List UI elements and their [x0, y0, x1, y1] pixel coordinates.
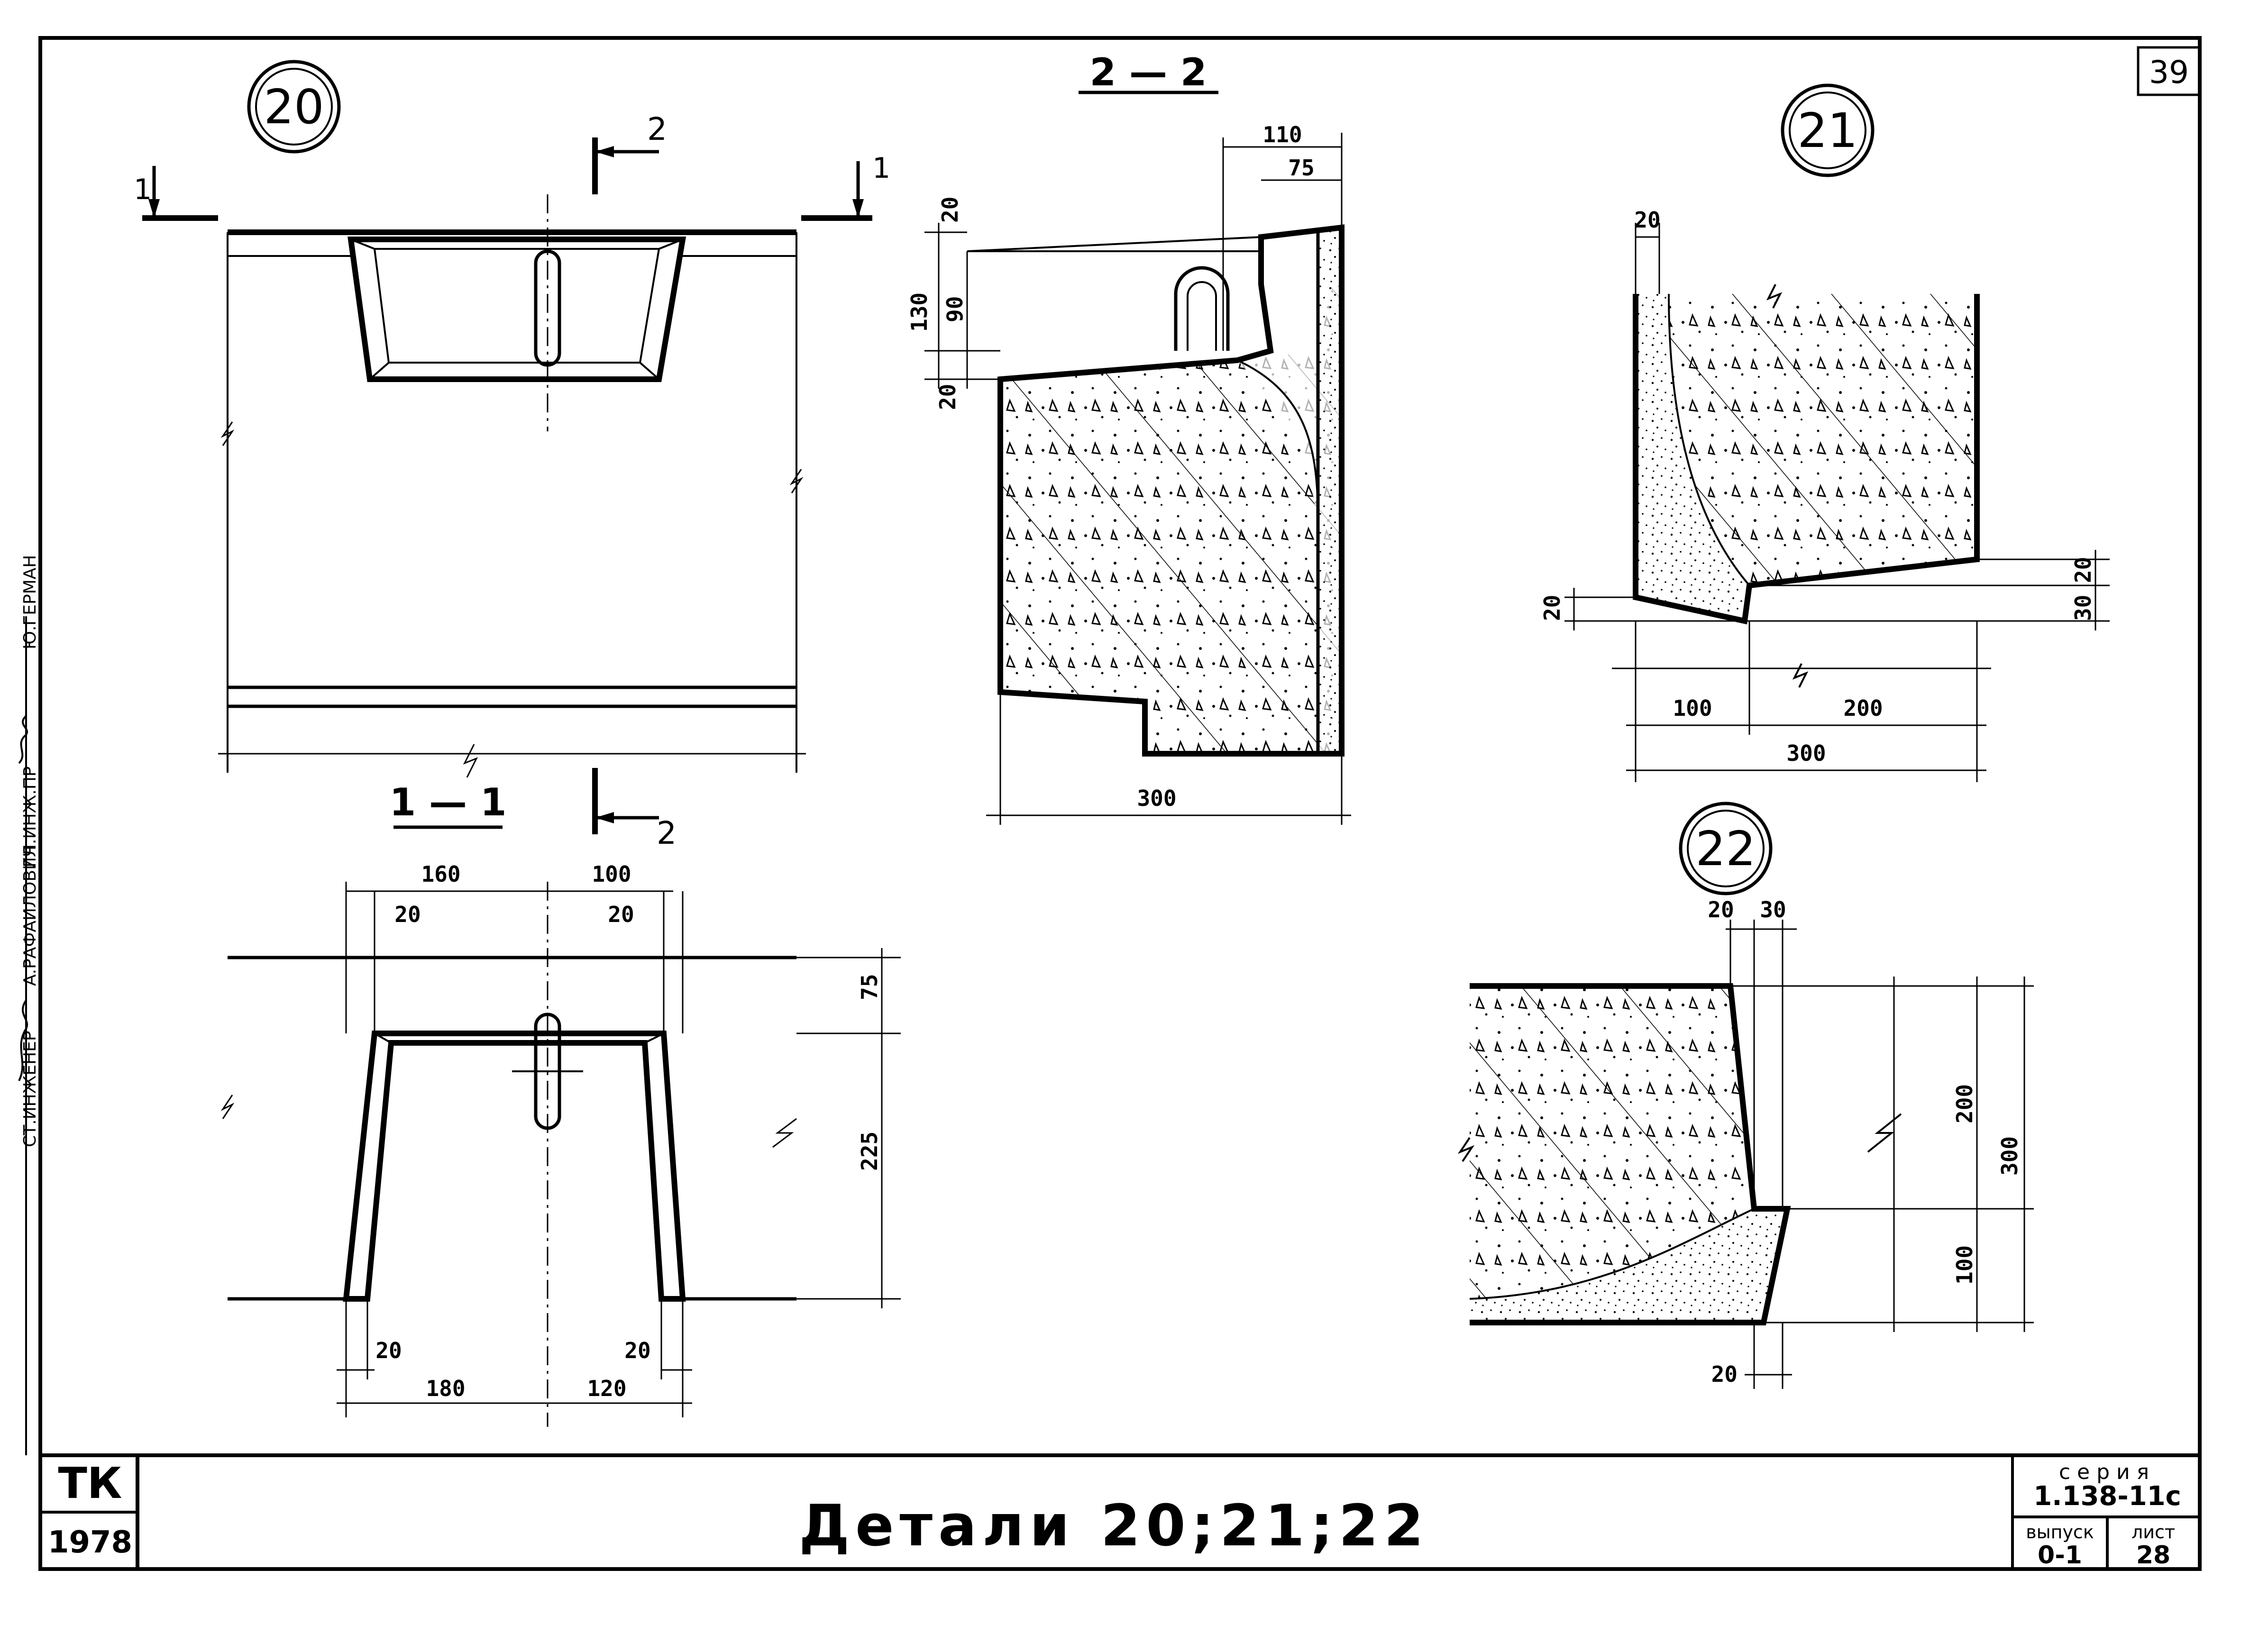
- dim-200-d21: 200: [1843, 695, 1883, 721]
- sheet-label: лист: [2131, 1522, 2175, 1542]
- signature-2: [18, 715, 28, 764]
- stamp-role-senior-engineer: СТ.ИНЖЕНЕР: [20, 1031, 40, 1147]
- dim-100-d22: 100: [1952, 1245, 1977, 1285]
- dim-300-d22: 300: [1997, 1136, 2022, 1176]
- cut2-top-label: 2: [647, 111, 667, 147]
- dim-20-s11-b: 20: [608, 902, 634, 927]
- dim-100-d21: 100: [1673, 695, 1712, 721]
- series-value: 1.138-11с: [2033, 1481, 2181, 1512]
- section-2-2-dims: [924, 133, 1351, 825]
- dim-160: 160: [421, 861, 460, 887]
- stamp-name-german: Ю.ГЕРМАН: [20, 555, 40, 649]
- dim-20-s11-d: 20: [624, 1338, 650, 1363]
- detail-21-dims: [1564, 223, 2110, 782]
- section-2-2-title: 2 — 2: [1089, 50, 1207, 94]
- detail-markers: [247, 60, 1875, 895]
- section-2-2: [967, 91, 1345, 757]
- dim-20-d22-top: 20: [1708, 897, 1734, 922]
- cut1-right-label: 1: [872, 152, 890, 185]
- dim-75: 75: [1288, 155, 1314, 181]
- sheet-value: 28: [2136, 1541, 2170, 1570]
- signature-1: [18, 999, 28, 1081]
- section-1-1-dims: [337, 882, 901, 1417]
- dim-20-a: 20: [937, 197, 963, 223]
- sheet-title: Детали 20;21;22: [799, 1493, 1429, 1559]
- dim-200-d22: 200: [1952, 1084, 1977, 1123]
- org-code: ТК: [58, 1459, 122, 1508]
- dim-120: 120: [587, 1376, 626, 1401]
- dim-90: 90: [942, 296, 968, 322]
- dim-75-s11: 75: [857, 974, 882, 1000]
- dim-20-d21-right: 20: [2070, 557, 2096, 583]
- stamp-name-rafailovich: А.РАФАИЛОВИЧ: [20, 845, 40, 986]
- dim-100-s11: 100: [592, 861, 631, 887]
- dim-30-d21-right: 30: [2070, 595, 2096, 621]
- dim-20-b: 20: [935, 384, 960, 410]
- dim-300-s22: 300: [1137, 785, 1176, 811]
- issue-label: выпуск: [2026, 1522, 2094, 1542]
- page-number: 39: [2149, 54, 2189, 91]
- detail-20-plan: [218, 194, 806, 778]
- detail-22-marker: 22: [1695, 821, 1756, 876]
- section-1-1: [220, 825, 797, 1427]
- detail-22-dims: [1726, 920, 2034, 1389]
- dim-30-d22-top: 30: [1760, 897, 1786, 922]
- cut2-bottom-label: 2: [657, 815, 677, 851]
- dim-130: 130: [906, 292, 932, 332]
- stamp-role-chief-engineer: ГЛ.ИНЖ.ПР: [20, 767, 40, 867]
- series-label: серия: [2059, 1460, 2156, 1484]
- dim-20-d21-top: 20: [1634, 207, 1660, 233]
- dim-20-s11-a: 20: [394, 902, 421, 927]
- dim-225: 225: [857, 1132, 882, 1171]
- section-markers-20: [142, 137, 872, 834]
- dim-180: 180: [426, 1376, 465, 1401]
- detail-21: [1633, 284, 1980, 688]
- section-1-1-title: 1 — 1: [389, 780, 506, 824]
- dim-20-d21-left: 20: [1539, 595, 1565, 621]
- dim-110: 110: [1262, 122, 1302, 147]
- detail-20-marker: 20: [264, 79, 324, 135]
- detail-21-marker: 21: [1797, 103, 1857, 158]
- issue-value: 0-1: [2038, 1541, 2082, 1570]
- year: 1978: [48, 1525, 132, 1560]
- cut1-left-label: 1: [134, 173, 152, 206]
- dim-300-d21: 300: [1786, 740, 1826, 766]
- sheet-frame: [25, 36, 2202, 1571]
- dim-20-s11-c: 20: [375, 1338, 402, 1363]
- detail-22: [1457, 983, 1902, 1325]
- dim-20-d22-bottom: 20: [1711, 1361, 1738, 1387]
